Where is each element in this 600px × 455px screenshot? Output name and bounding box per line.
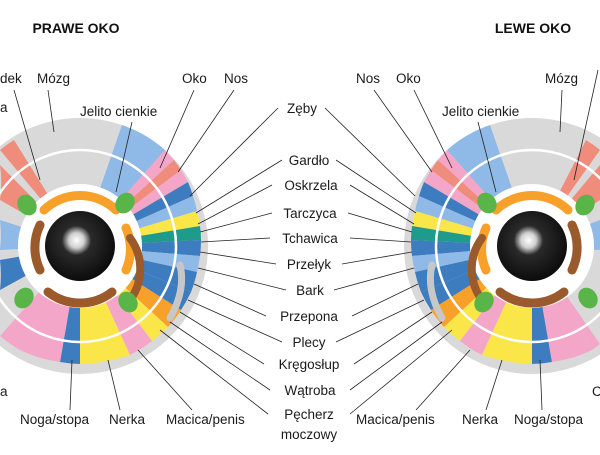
right-label-eye: Oko <box>182 71 207 86</box>
right-label-uterus-penis: Macica/penis <box>166 412 245 427</box>
left-label-kidney: Nerka <box>462 412 499 427</box>
label-przelyk: Przełyk <box>287 257 332 272</box>
right-label-nose: Nos <box>224 71 248 86</box>
right-label-partial-top: dek <box>0 71 22 86</box>
left-label-small-intestine: Jelito cienkie <box>442 104 519 119</box>
left-label-eye: Oko <box>396 71 421 86</box>
right-label-partial-mid: a <box>0 100 8 115</box>
right-label-partial-low-a: a <box>0 384 8 399</box>
left-label-nose: Nos <box>356 71 380 86</box>
right-label-leg-foot: Noga/stopa <box>20 412 90 427</box>
label-zeby: Zęby <box>287 101 317 116</box>
label-tarczyca: Tarczyca <box>283 206 337 221</box>
label-watroba: Wątroba <box>284 383 336 398</box>
left-label-leg-foot: Noga/stopa <box>514 412 584 427</box>
right-label-kidney: Nerka <box>109 412 146 427</box>
left-pupil <box>497 211 567 281</box>
right-label-small-intestine: Jelito cienkie <box>80 104 157 119</box>
label-kregoslup: Kręgosłup <box>279 357 340 372</box>
label-gardlo: Gardło <box>289 153 330 168</box>
label-przepona: Przepona <box>280 309 338 324</box>
right-eye-chart <box>0 118 208 374</box>
left-label-partial-right: C <box>592 384 600 399</box>
right-eye-heading: PRAWE OKO <box>32 20 119 36</box>
center-labels: Zęby Gardło Oskrzela Tarczyca Tchawica P… <box>279 101 340 442</box>
label-oskrzela: Oskrzela <box>284 178 338 193</box>
right-label-brain: Mózg <box>37 71 70 86</box>
left-eye-chart <box>404 118 600 374</box>
right-pupil <box>45 211 115 281</box>
label-moczowy: moczowy <box>281 427 338 442</box>
label-tchawica: Tchawica <box>282 231 338 246</box>
label-bark: Bark <box>296 283 324 298</box>
left-label-brain: Mózg <box>545 71 578 86</box>
label-plecy: Plecy <box>292 335 325 350</box>
left-eye-heading: LEWE OKO <box>495 20 571 36</box>
label-pecherz: Pęcherz <box>284 407 334 422</box>
left-label-uterus-penis: Macica/penis <box>356 412 435 427</box>
